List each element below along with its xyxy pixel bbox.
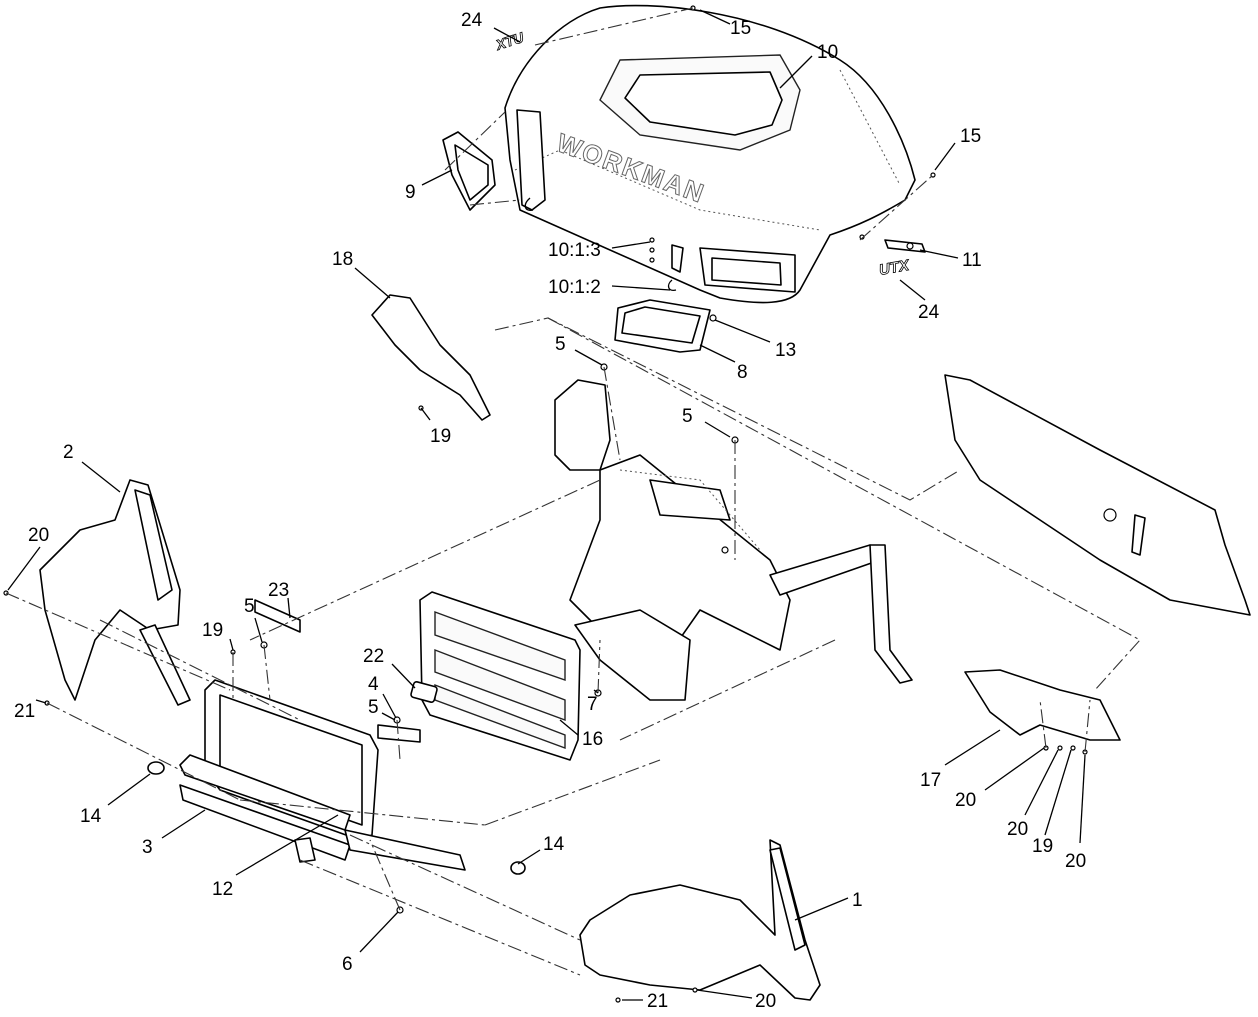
callout-11: 11 [962,250,982,271]
firewall-panel [944,374,1251,616]
callout-16: 16 [582,729,603,750]
callout-7: 7 [587,694,598,715]
grille-part-16 [419,591,581,761]
callout-3: 3 [142,837,153,858]
callout-5: 5 [368,697,379,718]
callout-8: 8 [737,362,748,383]
hood-hardware-10-1 [649,237,684,291]
callout-6: 6 [342,954,353,975]
left-fender-part-2 [39,479,181,701]
callout-17: 17 [920,770,941,791]
callout-14: 14 [543,834,565,855]
fastener-21b [615,997,621,1003]
bumper-cap-part-14-right [510,861,526,875]
callout-19: 19 [430,426,451,447]
fastener-15b [930,172,936,178]
callout-18: 18 [332,249,353,270]
callout-9: 9 [405,182,416,203]
callout-15: 15 [730,18,751,39]
callout-20: 20 [755,991,776,1012]
callout-1: 1 [852,890,863,911]
callout-20: 20 [28,525,49,546]
callout-19: 19 [202,620,223,641]
callout-12: 12 [212,879,233,900]
callout-10-1-3: 10:1:3 [548,240,601,261]
bracket-part-4 [377,724,421,743]
callout-22: 22 [363,646,384,667]
callout-5: 5 [555,334,566,355]
callout-10-1-2: 10:1:2 [548,277,601,298]
bumper-frame-part-3 [139,624,466,871]
grille-slots [434,610,566,750]
callout-5: 5 [682,406,693,427]
grille-badge-part-22 [410,681,438,703]
assembly-lines [5,7,1141,976]
right-fender-part-1 [579,839,821,1001]
badge-bracket-part-11 [884,239,926,253]
dash-duct-part-18 [371,294,491,421]
callout-24: 24 [918,302,940,323]
callout-15: 15 [960,126,981,147]
side-duct-part-17 [964,669,1121,741]
fastener-20c [1057,745,1063,751]
callout-10: 10 [817,42,838,63]
badge-emblem-top: XTU [493,29,526,53]
callout-5: 5 [244,596,255,617]
callout-23: 23 [268,580,289,601]
callout-2: 2 [63,442,74,463]
callout-21: 21 [647,991,668,1012]
callout-24: 24 [461,10,483,31]
callout-leaders [7,9,1086,1001]
callout-19: 19 [1032,836,1053,857]
bracket-part-23 [254,599,301,633]
hood-part-10: WORKMAN [504,4,916,304]
callout-labels: 24 15 10 15 9 10:1:3 10:1:2 11 24 13 8 1… [14,10,1086,1012]
bumper-cap-part-14-left [147,761,165,775]
callout-14: 14 [80,806,102,827]
fastener-19c [1070,745,1076,751]
callout-20: 20 [1007,819,1028,840]
vent-duct-part-9 [442,131,496,211]
dash-frame-structure [554,379,913,701]
badge-emblem-side: UTX [878,257,911,279]
callout-13: 13 [775,340,796,361]
fastener-20e [692,987,698,993]
callout-21: 21 [14,701,35,722]
callout-4: 4 [368,674,379,695]
callout-20: 20 [1065,851,1086,872]
callout-20: 20 [955,790,976,811]
air-duct-part-8 [614,299,717,353]
